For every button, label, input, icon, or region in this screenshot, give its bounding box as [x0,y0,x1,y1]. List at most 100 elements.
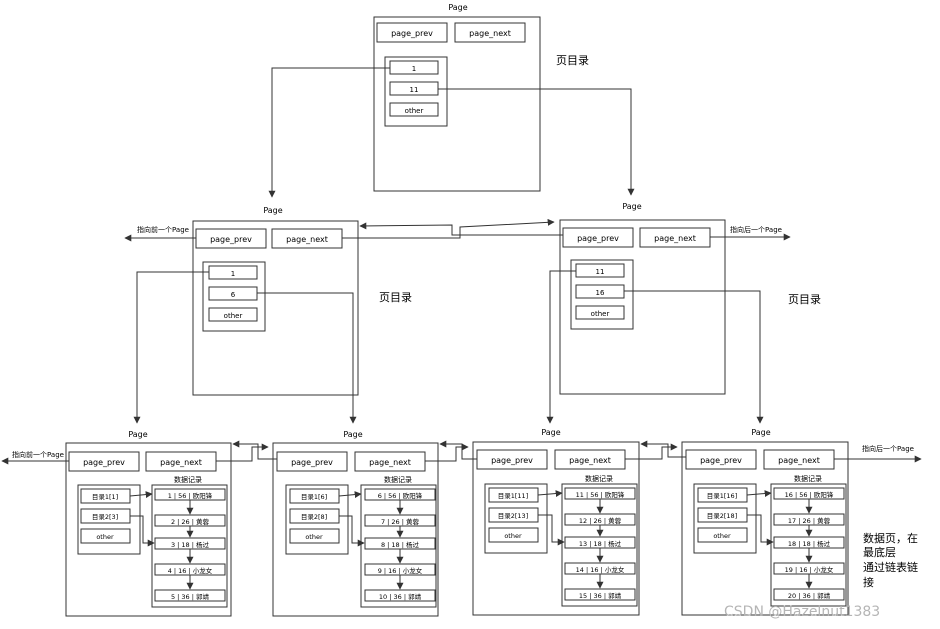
root-page-label: Page [448,3,467,12]
leaf-2-record-1: 6 | 56 | 欧阳锋 [378,491,423,500]
leaf-4-prev-box [685,449,757,470]
root-to-mid-left-arrow [268,67,390,198]
mid-left-entry-1-label: 1 [231,270,235,278]
leaf-2-dir-1-pointer [338,491,362,499]
root-entry-2-label: 11 [410,86,419,94]
leaf-4-record-4: 19 | 16 | 小龙女 [785,565,834,574]
leaf-2-to-1-prev-arrow [232,440,277,460]
leaf-1-record-2: 2 | 26 | 黄蓉 [171,517,210,526]
leaf-3-record-1: 11 | 56 | 欧阳锋 [576,490,625,499]
leaf-2-record-3: 8 | 18 | 杨过 [381,540,420,549]
leaf-2-dir-2-pointer [339,515,365,547]
mid-right-entry-2-label: 16 [596,289,605,297]
leaf-1-record-5-box [154,589,226,602]
leaf-2-prev-label: page_prev [291,458,333,467]
leaf-3-dir-2-label: 目录2[13] [498,512,528,520]
leaf-3-dir-1-label: 目录1[11] [498,492,528,500]
mid-left-prev-label: page_prev [210,235,252,244]
leaf-3-dir-1-pointer [537,490,563,498]
leaf-2-dir-2-label: 目录2[8] [301,513,327,521]
mid-right-to-leaf-4-arrow [624,290,764,424]
leaf-4-page-label: Page [751,428,770,437]
leaf-1-dir-2-label: 目录2[3] [92,513,118,521]
leaf-2-record-2: 7 | 26 | 黄蓉 [381,517,420,526]
leaf-2-page-label: Page [343,430,362,439]
leaf-4-records-title: 数据记录 [794,474,822,483]
leaf-2-dir-3-box [289,528,340,544]
leaf-1-dir-3-label: other [96,533,114,541]
mid-right-next-label: page_next [654,234,696,243]
leaf-3-dir-3-label: other [504,532,522,540]
mid-right-entry-3-label: other [591,310,610,318]
leaf-3-next-label: page_next [569,456,611,465]
leaf-3-to-4-next-arrow [625,443,678,460]
watermark: CSDN @Hazelnut1383 [724,604,880,620]
leaf-1-prev-label: page_prev [83,458,125,467]
leaf-4-record-5: 20 | 36 | 郭靖 [788,591,831,600]
leaf-page-1 [65,442,232,617]
mid-left-prev-note: 指向前一个Page [137,225,189,234]
root-directory-label: 页目录 [556,54,589,67]
leaf-1-dir-1-pointer [129,491,153,499]
leaf-4-dir-2-pointer [747,514,774,546]
root-page [373,16,541,192]
leaf-2-frame [272,442,439,617]
mid-left-to-leaf-1-arrow [133,271,209,424]
root-next-label: page_next [469,29,511,38]
leaf-3-record-4: 14 | 16 | 小龙女 [576,565,625,574]
leaf-2-dir-3-label: other [305,533,323,541]
root-directory-box [384,56,448,127]
root-entry-1-label: 1 [412,65,416,73]
leaf-1-record-1: 1 | 56 | 欧阳锋 [168,491,213,500]
data-page-note-line-4: 接 [863,576,874,589]
leaf-4-record-1: 16 | 56 | 欧阳锋 [785,490,834,499]
mid-left-next-label: page_next [286,235,328,244]
leaf-4-next-label: page_next [778,456,820,465]
root-page-frame [373,16,541,192]
leaf-3-record-2: 12 | 26 | 黄蓉 [579,516,622,525]
leaf-3-to-2-prev-arrow [439,440,477,460]
root-entry-3-label: other [405,107,424,115]
leaf-page-3 [472,441,640,616]
leaf-4-record-3: 18 | 18 | 杨过 [788,539,831,548]
mid-left-page [192,220,359,396]
leaf-3-prev-label: page_prev [491,456,533,465]
mid-right-page-label: Page [622,202,641,211]
leaf-4-dir-3-label: other [713,532,731,540]
mid-right-directory-box [570,259,634,330]
leaf-2-next-label: page_next [369,458,411,467]
leaf-1-records-title: 数据记录 [174,475,202,484]
mid-right-directory-label: 页目录 [788,293,821,306]
leaf-1-to-2-next-arrow [216,443,269,462]
leaf-4-dir-2-label: 目录2[18] [707,512,737,520]
leaf-1-record-5: 5 | 36 | 郭靖 [171,592,210,601]
leaf-page-2 [272,442,439,617]
data-page-note-line-2: 最底层 [863,545,896,559]
mid-right-prev-box [562,227,634,248]
leaf-1-directory-box [77,484,141,555]
leaf-1-frame [65,442,232,617]
mid-right-entry-1-label: 11 [596,268,605,276]
leaf-4-record-2: 17 | 26 | 黄蓉 [788,516,831,525]
leaf-1-prev-note: 指向前一个Page [12,450,64,459]
leaf-2-record-5: 10 | 36 | 郭靖 [379,592,422,601]
mid-left-entry-3-label: other [224,312,243,320]
leaf-3-record-5: 15 | 36 | 郭靖 [579,591,622,600]
leaf-4-dir-3-box [697,527,748,543]
leaf-2-record-5-box [364,589,436,602]
mid-right-entry-3-box [575,305,625,320]
leaf-3-record-3: 13 | 18 | 杨过 [579,539,622,548]
leaf-4-record-5-box [773,588,845,601]
leaf-1-next-label: page_next [160,458,202,467]
leaf-1-dir-3-box [80,528,131,544]
mid-left-directory-label: 页目录 [379,291,412,304]
mid-right-prev-label: page_prev [577,234,619,243]
mid-left-page-label: Page [263,206,282,215]
mid-left-directory-box [202,261,266,332]
leaf-4-directory-box [693,483,757,554]
leaf-1-dir-1-label: 目录1[1] [92,493,118,501]
mid-next-link-arrow [342,218,555,239]
leaf-4-prev-label: page_prev [700,456,742,465]
